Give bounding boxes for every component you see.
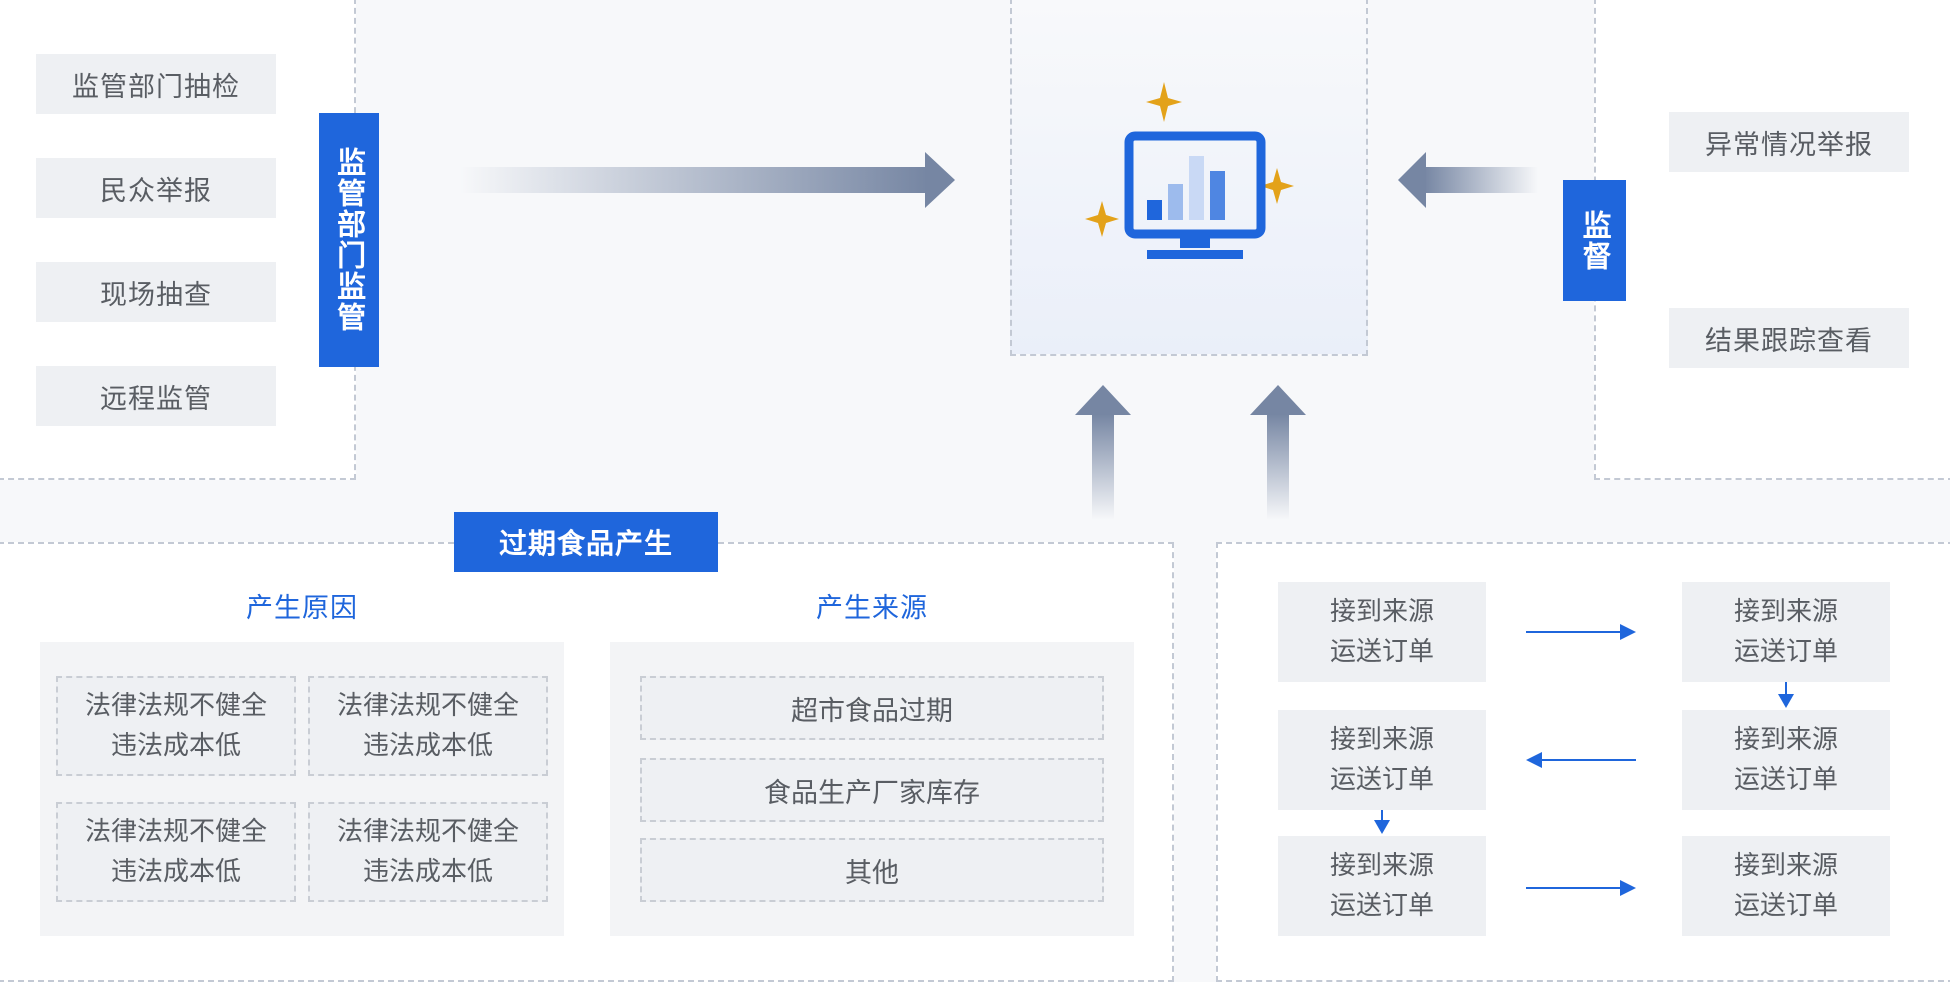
regulator-item: 民众举报 xyxy=(36,158,276,218)
cause-cell: 法律法规不健全 违法成本低 xyxy=(56,676,296,776)
cause-line1: 法律法规不健全 xyxy=(84,691,267,721)
flow-cell: 接到来源 运送订单 xyxy=(1682,710,1890,810)
supervision-box xyxy=(1594,0,1950,480)
flow-line1: 接到来源 xyxy=(1329,597,1434,627)
cause-line2: 违法成本低 xyxy=(110,731,241,761)
source-cell: 其他 xyxy=(640,838,1104,902)
cause-cell: 法律法规不健全 违法成本低 xyxy=(56,802,296,902)
flow-line2: 运送订单 xyxy=(1733,637,1838,667)
sparkle-icon xyxy=(1146,82,1182,122)
flow-arrow-up xyxy=(1075,385,1131,520)
flow-line2: 运送订单 xyxy=(1733,891,1838,921)
flow-cell: 接到来源 运送订单 xyxy=(1682,836,1890,936)
cause-line2: 违法成本低 xyxy=(362,731,493,761)
regulator-item: 监管部门抽检 xyxy=(36,54,276,114)
flow-line1: 接到来源 xyxy=(1733,597,1838,627)
flow-line1: 接到来源 xyxy=(1733,725,1838,755)
sparkle-icon xyxy=(1085,201,1119,237)
cause-cell: 法律法规不健全 违法成本低 xyxy=(308,676,548,776)
supervision-item: 异常情况举报 xyxy=(1669,112,1909,172)
supervision-item: 结果跟踪查看 xyxy=(1669,308,1909,368)
flow-connector-right xyxy=(1526,880,1636,896)
cause-cell: 法律法规不健全 违法成本低 xyxy=(308,802,548,902)
regulator-item: 现场抽查 xyxy=(36,262,276,322)
causes-title: 产生原因 xyxy=(246,593,358,624)
regulator-label: 监管部门监管 xyxy=(319,113,379,367)
flow-cell: 接到来源 运送订单 xyxy=(1278,836,1486,936)
flow-arrow-up xyxy=(1250,385,1306,520)
cause-line2: 违法成本低 xyxy=(362,857,493,887)
flow-line2: 运送订单 xyxy=(1329,891,1434,921)
flow-line1: 接到来源 xyxy=(1329,851,1434,881)
flow-line1: 接到来源 xyxy=(1329,725,1434,755)
flow-arrow-right xyxy=(460,152,955,208)
flow-line2: 运送订单 xyxy=(1733,765,1838,795)
expired-header: 过期食品产生 xyxy=(454,512,718,572)
source-cell: 超市食品过期 xyxy=(640,676,1104,740)
flow-connector-down xyxy=(1778,682,1794,708)
cause-line1: 法律法规不健全 xyxy=(336,817,519,847)
cause-line2: 违法成本低 xyxy=(110,857,241,887)
flow-connector-right xyxy=(1526,624,1636,640)
flow-cell: 接到来源 运送订单 xyxy=(1682,582,1890,682)
flow-line2: 运送订单 xyxy=(1329,765,1434,795)
source-cell: 食品生产厂家库存 xyxy=(640,758,1104,822)
flow-line1: 接到来源 xyxy=(1733,851,1838,881)
regulator-item: 远程监管 xyxy=(36,366,276,426)
cause-line1: 法律法规不健全 xyxy=(336,691,519,721)
monitor-chart-icon xyxy=(1085,82,1294,259)
sources-title: 产生来源 xyxy=(816,593,928,624)
supervision-label: 监督 xyxy=(1563,180,1626,301)
flow-cell: 接到来源 运送订单 xyxy=(1278,710,1486,810)
flow-arrow-left xyxy=(1398,152,1538,208)
flow-cell: 接到来源 运送订单 xyxy=(1278,582,1486,682)
flow-connector-down xyxy=(1374,810,1390,834)
flow-connector-left xyxy=(1526,752,1636,768)
sparkle-icon xyxy=(1260,168,1294,204)
flow-line2: 运送订单 xyxy=(1329,637,1434,667)
cause-line1: 法律法规不健全 xyxy=(84,817,267,847)
